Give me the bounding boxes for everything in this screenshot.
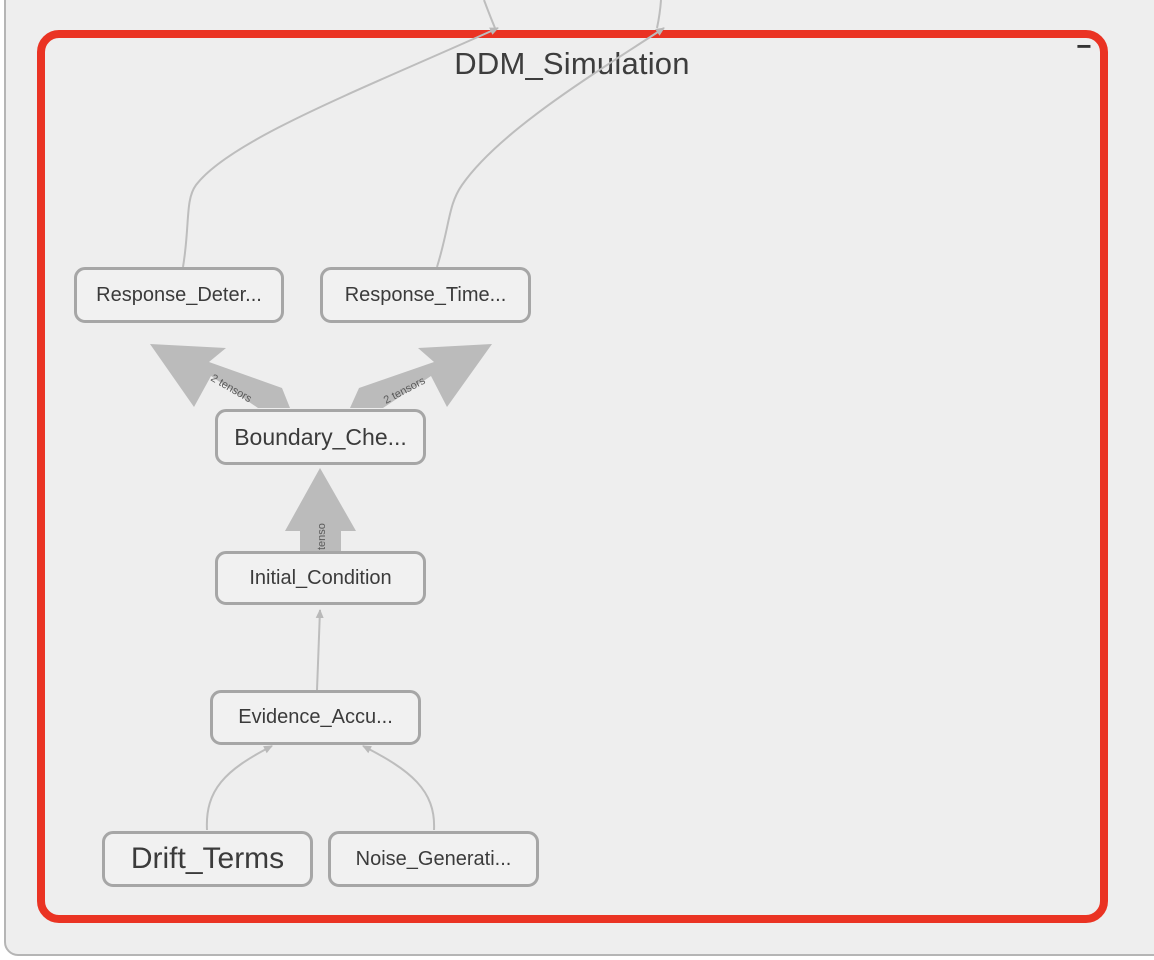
group-title: DDM_Simulation <box>454 46 690 81</box>
node-boundary-che[interactable]: Boundary_Che... <box>215 409 426 465</box>
node-label: Response_Time... <box>344 283 507 306</box>
edge-evidence-to-initial <box>315 609 324 691</box>
thick-edge-boundary-to-response-time <box>350 344 492 408</box>
node-noise-generati[interactable]: Noise_Generati... <box>328 831 539 887</box>
edge-noise-to-evidence <box>362 745 436 831</box>
edge-drift-to-evidence <box>205 745 273 831</box>
node-label: Drift_Terms <box>130 842 285 875</box>
node-label: Boundary_Che... <box>234 423 407 450</box>
node-label: Response_Deter... <box>96 283 262 306</box>
edge-top-left-out <box>483 0 496 29</box>
node-label: Initial_Condition <box>249 566 392 589</box>
node-response-deter[interactable]: Response_Deter... <box>74 267 284 323</box>
node-response-time[interactable]: Response_Time... <box>320 267 531 323</box>
thick-edge-boundary-to-response-deter <box>150 344 290 408</box>
thick-edge-initial-to-boundary <box>285 468 356 551</box>
edge-top-right-out <box>656 0 662 29</box>
node-label: Evidence_Accu... <box>238 706 393 728</box>
node-drift-terms[interactable]: Drift_Terms <box>102 831 313 887</box>
edge-label-vertical: tenso <box>316 523 328 550</box>
edge-response-time-to-output <box>436 27 665 268</box>
node-label: Noise_Generati... <box>355 847 512 870</box>
collapse-group-button[interactable]: − <box>1076 31 1092 61</box>
node-evidence-accu[interactable]: Evidence_Accu... <box>210 690 421 745</box>
node-initial-condition[interactable]: Initial_Condition <box>215 551 426 605</box>
ddm-simulation-group[interactable] <box>37 30 1108 923</box>
edge-response-deter-to-output <box>182 27 499 268</box>
